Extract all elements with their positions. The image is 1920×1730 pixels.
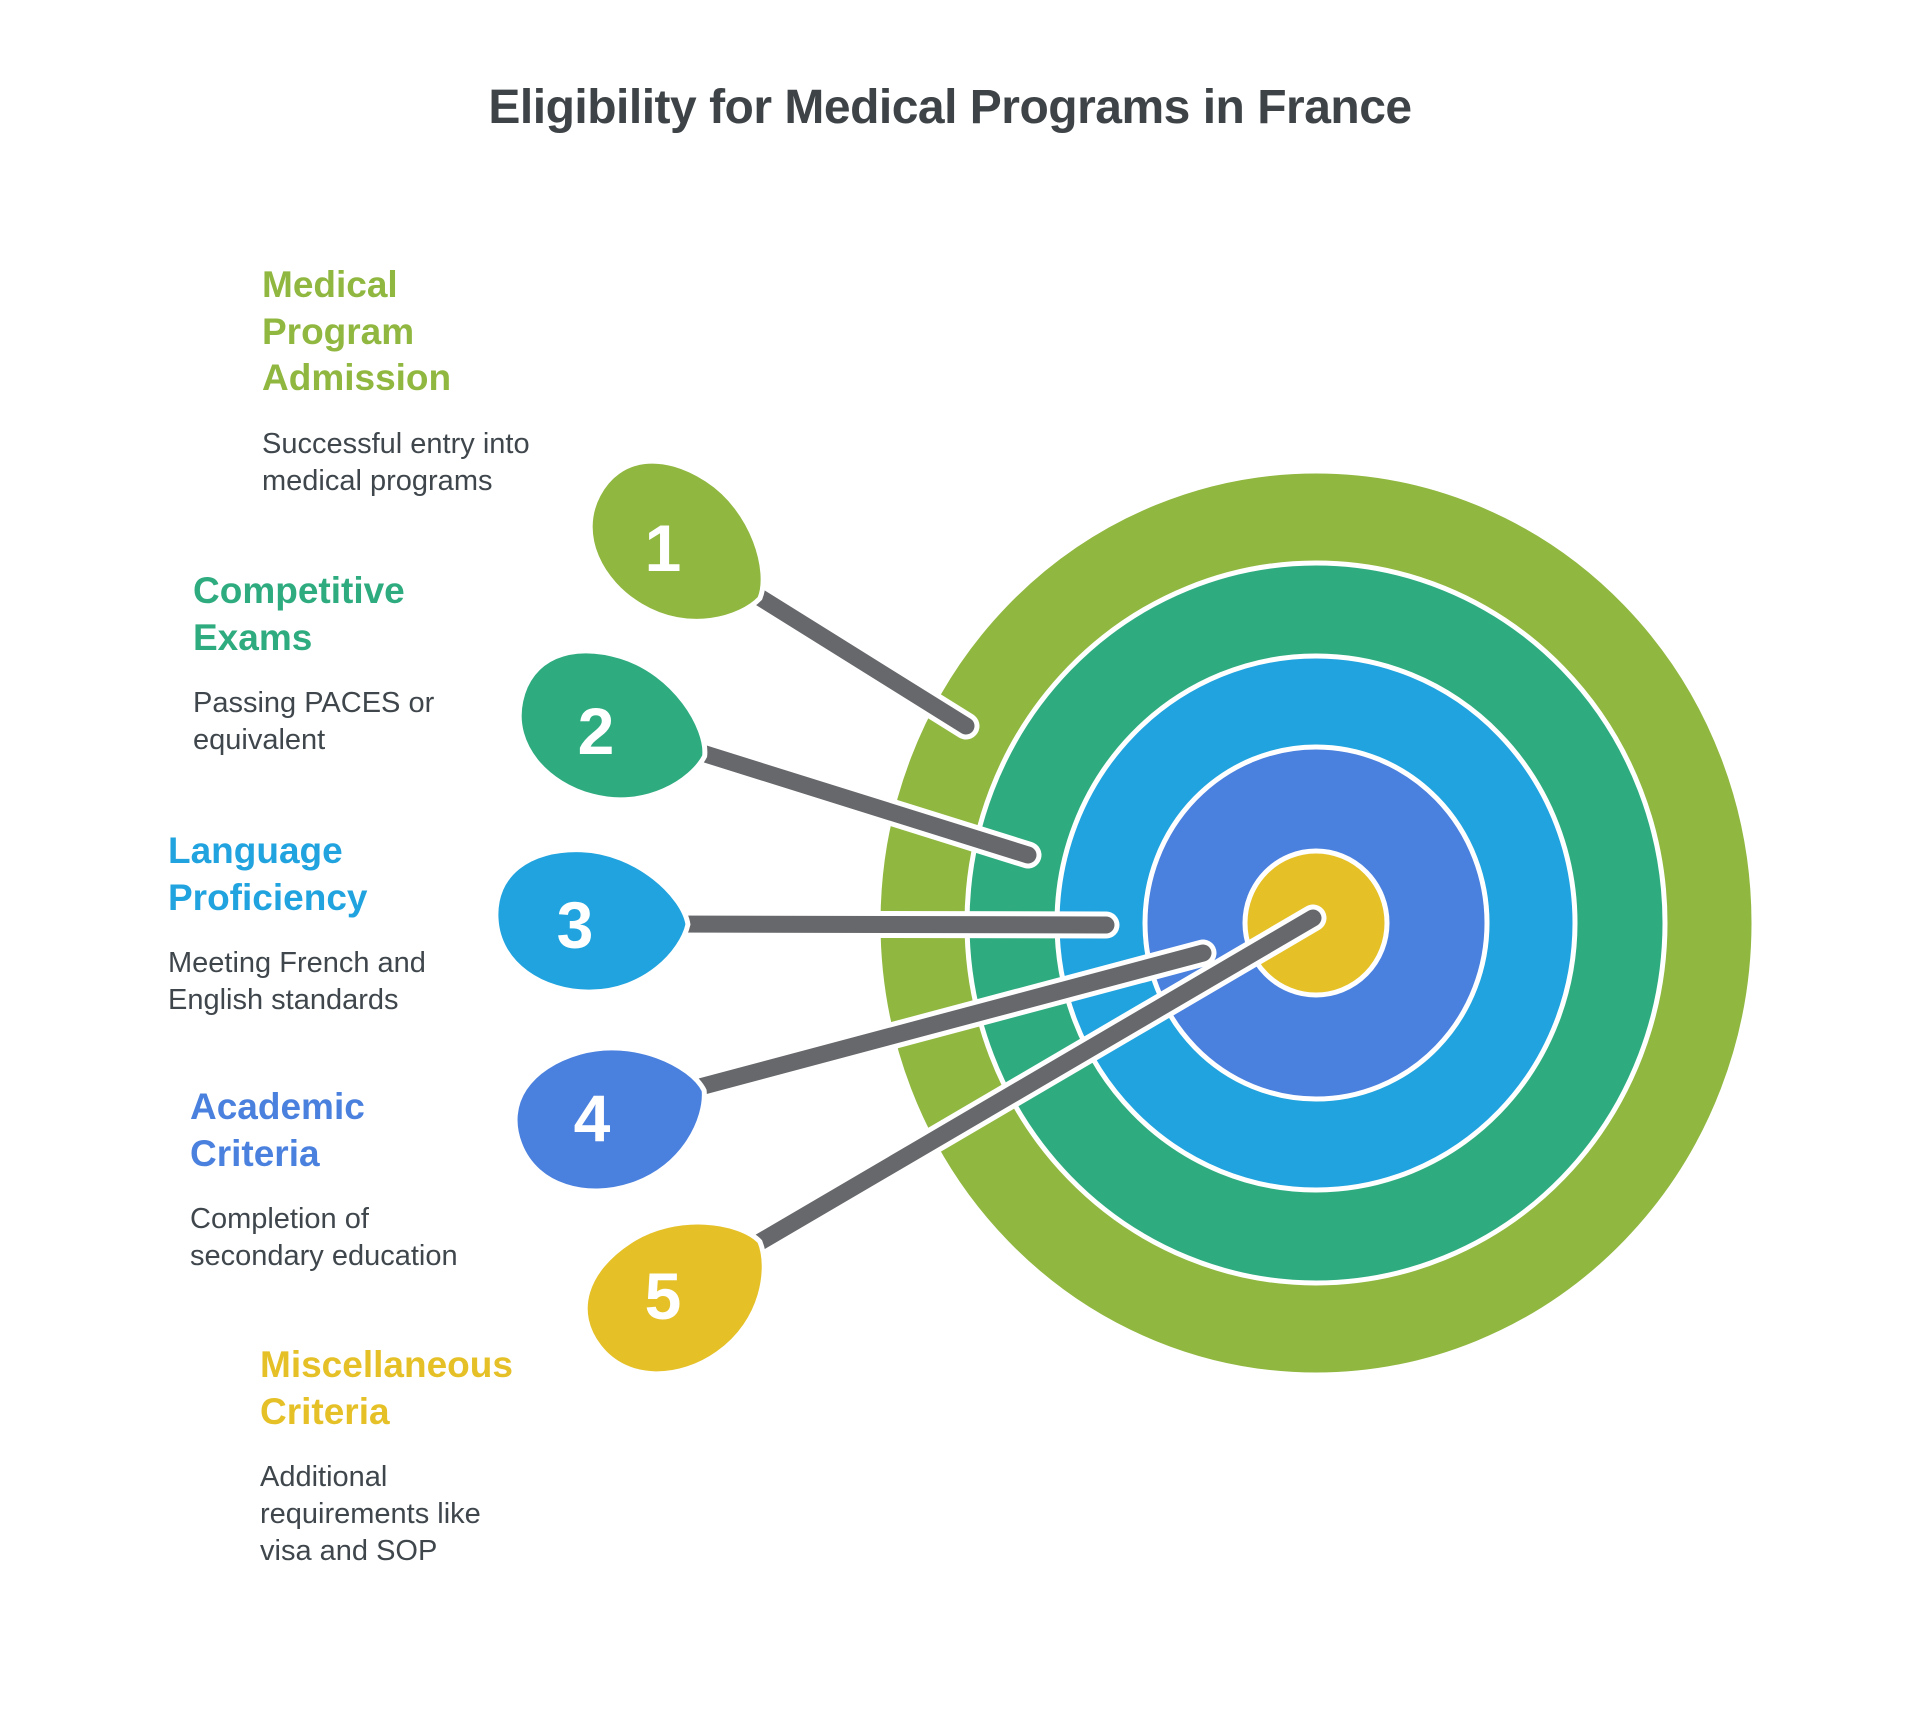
connector-line-2 <box>674 738 1037 864</box>
section-heading: Language Proficiency <box>168 830 368 918</box>
connectors <box>646 576 1327 1263</box>
section-medical-program-admission: Medical Program Admission Successful ent… <box>262 262 557 500</box>
section-miscellaneous-criteria: Miscellaneous Criteria Additional requir… <box>260 1342 560 1571</box>
section-heading: Competitive Exams <box>193 570 405 658</box>
section-academic-criteria: Academic Criteria Completion of secondar… <box>190 1084 460 1275</box>
page-title: Eligibility for Medical Programs in Fran… <box>488 81 1412 134</box>
marker-number-1: 1 <box>645 511 682 585</box>
connector-line-1 <box>739 581 975 735</box>
section-description: Meeting French and English standards <box>168 947 426 1017</box>
section-heading: Academic Criteria <box>190 1086 365 1174</box>
section-heading: Miscellaneous Criteria <box>260 1344 513 1432</box>
section-heading: Medical Program Admission <box>262 264 452 399</box>
marker-number-4: 4 <box>574 1081 611 1155</box>
section-language-proficiency: Language Proficiency Meeting French and … <box>168 828 428 1019</box>
marker-number-5: 5 <box>645 1259 682 1333</box>
marker-number-2: 2 <box>578 694 615 768</box>
section-competitive-exams: Competitive Exams Passing PACES or equiv… <box>193 568 438 759</box>
marker-number-3: 3 <box>557 888 594 962</box>
section-description: Additional requirements like visa and SO… <box>260 1461 481 1568</box>
connector-line-3 <box>651 915 1115 934</box>
marker-blob-4 <box>500 1022 724 1212</box>
connector-line-5 <box>739 909 1322 1258</box>
section-description: Successful entry into medical programs <box>262 427 530 497</box>
connector-line-4 <box>672 944 1212 1101</box>
section-description: Completion of secondary education <box>190 1203 458 1273</box>
markers: 1 2 3 4 5 <box>493 434 798 1406</box>
section-description: Passing PACES or equivalent <box>193 687 435 757</box>
